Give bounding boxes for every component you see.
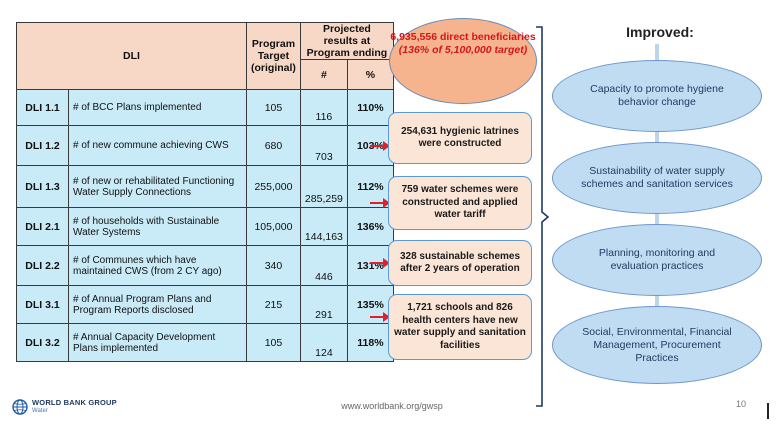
beneficiaries-ellipse: 6,935,556 direct beneficiaries (136% of … [389, 18, 537, 104]
improved-item-social-environmental: Social, Environmental, Financial Managem… [552, 306, 762, 384]
program-target: 680 [246, 125, 301, 166]
projected-percent: 110% [346, 89, 394, 126]
dli-id: DLI 2.1 [16, 207, 69, 246]
dli-description: # of households with Sustainable Water S… [68, 207, 247, 246]
table-row: DLI 1.2 # of new commune achieving CWS 6… [16, 125, 394, 166]
beneficiaries-count: 6,935,556 direct beneficiaries [390, 31, 536, 43]
improved-item-planning: Planning, monitoring and evaluation prac… [552, 224, 762, 296]
header-number: # [299, 59, 348, 90]
header-percent: % [346, 59, 394, 90]
beneficiaries-target: (136% of 5,100,000 target) [398, 44, 528, 56]
result-text: 759 water schemes were constructed and a… [401, 184, 519, 221]
header-program-target: Program Target (original) [246, 22, 301, 90]
improved-item-text: Sustainability of water supply schemes a… [581, 165, 733, 190]
table-row: DLI 2.1 # of households with Sustainable… [16, 207, 394, 246]
result-box-water-schemes: 759 water schemes were constructed and a… [388, 176, 532, 230]
dli-id: DLI 1.3 [16, 165, 69, 208]
projected-number: 446 [299, 245, 348, 286]
arrow-icon [370, 141, 390, 151]
program-target: 105 [246, 323, 301, 362]
arrow-icon [370, 258, 390, 268]
arrow-icon [370, 198, 390, 208]
connector-line [655, 44, 659, 384]
dli-description: # of Annual Program Plans and Program Re… [68, 285, 247, 324]
projected-number: 703 [299, 125, 348, 166]
program-target: 105 [246, 89, 301, 126]
logo-subtitle: Water [32, 408, 48, 414]
dli-description: # of Communes which have maintained CWS … [68, 245, 247, 286]
dli-id: DLI 1.2 [16, 125, 69, 166]
result-box-latrines: 254,631 hygienic latrines were construct… [388, 112, 532, 164]
dli-table: DLI Program Target (original) Projected … [16, 22, 394, 362]
header-dli: DLI [16, 22, 247, 90]
dli-description: # of BCC Plans implemented [68, 89, 247, 126]
logo-name: WORLD BANK GROUP [32, 398, 117, 407]
dli-id: DLI 3.2 [16, 323, 69, 362]
projected-number: 291 [299, 285, 348, 324]
projected-percent: 118% [346, 323, 394, 362]
projected-percent: 136% [346, 207, 394, 246]
projected-number: 285,259 [299, 165, 348, 208]
program-target: 105,000 [246, 207, 301, 246]
dli-id: DLI 1.1 [16, 89, 69, 126]
dli-description: # Annual Capacity Development Plans impl… [68, 323, 247, 362]
program-target: 255,000 [246, 165, 301, 208]
improved-item-sustainability: Sustainability of water supply schemes a… [552, 142, 762, 214]
brace-bracket [536, 26, 550, 407]
dli-id: DLI 3.1 [16, 285, 69, 324]
table-row: DLI 2.2 # of Communes which have maintai… [16, 245, 394, 286]
result-box-sustainable-schemes: 328 sustainable schemes after 2 years of… [388, 240, 532, 286]
table-row: DLI 1.3 # of new or rehabilitated Functi… [16, 165, 394, 208]
improved-title: Improved: [626, 24, 694, 40]
projected-number: 116 [299, 89, 348, 126]
improved-item-hygiene: Capacity to promote hygiene behavior cha… [552, 60, 762, 132]
dli-description: # of new commune achieving CWS [68, 125, 247, 166]
projected-number: 144,163 [299, 207, 348, 246]
result-text: 328 sustainable schemes after 2 years of… [399, 250, 521, 275]
improved-item-text: Capacity to promote hygiene behavior cha… [590, 83, 724, 108]
dli-description: # of new or rehabilitated Functioning Wa… [68, 165, 247, 208]
result-text: 254,631 hygienic latrines were construct… [401, 125, 519, 150]
dli-id: DLI 2.2 [16, 245, 69, 286]
world-bank-logo: WORLD BANK GROUP Water [12, 398, 117, 416]
improved-item-text: Planning, monitoring and evaluation prac… [598, 247, 716, 272]
table-row: DLI 1.1 # of BCC Plans implemented 105 1… [16, 89, 394, 126]
arrow-icon [370, 312, 390, 322]
table-row: DLI 3.1 # of Annual Program Plans and Pr… [16, 285, 394, 324]
program-target: 340 [246, 245, 301, 286]
table-row: DLI 3.2 # Annual Capacity Development Pl… [16, 323, 394, 362]
page-number: 10 [736, 399, 747, 409]
result-box-schools-health-centers: 1,721 schools and 826 health centers hav… [388, 294, 532, 360]
footer-url: www.worldbank.org/gwsp [341, 401, 443, 411]
improved-item-text: Social, Environmental, Financial Managem… [582, 325, 732, 364]
text-cursor [767, 403, 769, 419]
result-text: 1,721 schools and 826 health centers hav… [394, 302, 526, 351]
globe-icon [12, 399, 28, 415]
projected-number: 124 [299, 323, 348, 362]
header-projected-results: Projected results at Program ending [299, 22, 394, 60]
program-target: 215 [246, 285, 301, 324]
